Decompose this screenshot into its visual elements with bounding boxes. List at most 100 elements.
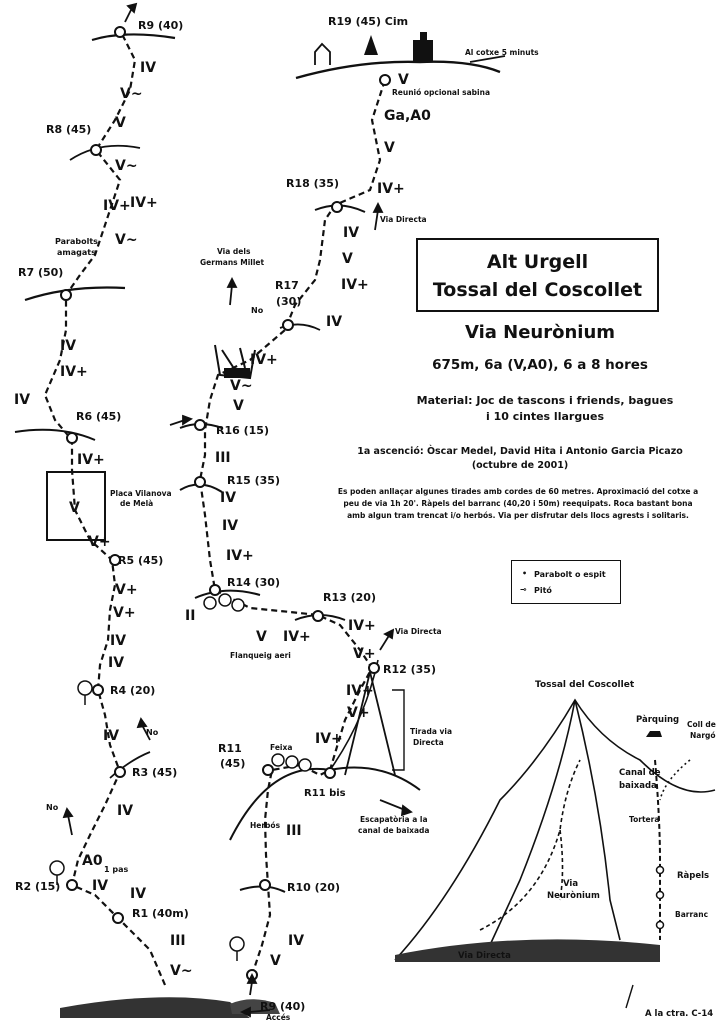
- note-line: Es poden anllaçar algunes tirades amb co…: [337, 487, 699, 496]
- grade-label: Ga,A0: [384, 108, 431, 124]
- belay-r12: R12 (35): [383, 663, 436, 676]
- car-icon: [646, 731, 662, 737]
- annotation: amagats: [57, 248, 96, 257]
- overview-canal: baixada: [619, 781, 657, 791]
- bolt-icon: •: [522, 569, 528, 578]
- annotation: Herbós: [250, 821, 281, 830]
- grade-label: V~: [170, 963, 193, 979]
- grade-label: IV+: [346, 683, 374, 699]
- grade-label: IV: [92, 878, 108, 894]
- overview-road: A la ctra. C-14: [645, 1009, 713, 1019]
- belay-r13: R13 (20): [323, 591, 376, 604]
- grade-label: V: [270, 953, 281, 969]
- belay-r6: R6 (45): [76, 410, 121, 423]
- annotation: Via dels: [217, 247, 251, 256]
- piton-icon: ⊸: [520, 585, 527, 594]
- overview-barranc: Barranc: [675, 910, 708, 919]
- overview-ground: [395, 939, 660, 962]
- belay-markers: [60, 26, 391, 981]
- grade-label: IV+: [341, 277, 369, 293]
- annotation: Accés: [266, 1013, 291, 1022]
- grade-label: V+: [347, 705, 370, 721]
- annotation: Placa Vilanova: [110, 489, 172, 498]
- grade-label: IV: [326, 314, 342, 330]
- annotation: No: [146, 728, 159, 737]
- annotation: Parabolts: [55, 237, 98, 246]
- ridge-r6: [14, 428, 96, 441]
- overview-summit: Tossal del Coscollet: [535, 680, 635, 690]
- belay-r9-top: R9 (40): [138, 19, 183, 32]
- grade-label: V~: [115, 232, 138, 248]
- belay-r2: R2 (15): [15, 880, 60, 893]
- overview-tortera: Tortera: [629, 815, 659, 824]
- grade-label: IV: [103, 728, 119, 744]
- first-ascent: 1a ascenció: Òscar Medel, David Hita i A…: [357, 446, 683, 457]
- grade-label: IV+: [250, 352, 278, 368]
- grade-label: III: [215, 450, 231, 466]
- arrow-icons: [62, 2, 506, 1018]
- belay-r10: R10 (20): [287, 881, 340, 894]
- legend-piton: Pitó: [534, 586, 552, 595]
- belay-r3: R3 (45): [132, 766, 177, 779]
- grade-label: IV+: [77, 452, 105, 468]
- annotation: Directa: [413, 738, 444, 747]
- grade-label: V~: [230, 378, 253, 394]
- title-line-2: Tossal del Coscollet: [432, 279, 643, 301]
- grade-label: IV+: [226, 548, 254, 564]
- belay-r11-length: (45): [220, 757, 245, 770]
- grade-label: IV: [108, 655, 124, 671]
- grade-label: V: [233, 398, 244, 414]
- annotation: de Melà: [120, 499, 153, 508]
- route-name: Via Neurònium: [464, 322, 616, 343]
- tree-icons: [49, 593, 312, 961]
- grade-label: III: [170, 933, 186, 949]
- crag-fill: [224, 368, 250, 378]
- ridge-r9: [91, 33, 176, 42]
- grade-label: II: [185, 608, 195, 624]
- grade-label: IV: [140, 60, 156, 76]
- belay-r8: R8 (45): [46, 123, 91, 136]
- overview-canal: Canal de: [619, 768, 661, 778]
- belay-r5: R5 (45): [118, 554, 163, 567]
- grade-label: V: [256, 629, 267, 645]
- road-arrow-icon: [625, 984, 634, 1009]
- grade-label: IV+: [130, 195, 158, 211]
- route-notes: Es poden anllaçar algunes tirades amb co…: [318, 486, 718, 522]
- overview-rapels: Ràpels: [677, 871, 709, 881]
- grade-label: V: [69, 500, 80, 516]
- legend-box: • Parabolt o espit ⊸ Pitó: [511, 560, 621, 604]
- annotation: Via Directa: [395, 627, 442, 636]
- grade-label: IV: [288, 933, 304, 949]
- belay-r16: R16 (15): [216, 424, 269, 437]
- grade-label: IV: [60, 338, 76, 354]
- grade-label: V~: [120, 86, 143, 102]
- ridge-r14: [194, 589, 261, 599]
- annotation: Reunió opcional sabina: [392, 88, 490, 97]
- title-line-1: Alt Urgell: [486, 251, 589, 273]
- grade-label: IV+: [60, 364, 88, 380]
- overview-via-n: Neurònium: [547, 890, 600, 901]
- belay-r11bis: R11 bis: [304, 788, 346, 799]
- annotation: No: [46, 803, 59, 812]
- annotation: Al cotxe 5 minuts: [465, 48, 539, 57]
- grade-label: V: [384, 140, 395, 156]
- legend-bolt: Parabolt o espit: [534, 570, 606, 579]
- annotation: Tirada via: [410, 727, 452, 736]
- route-specs: 675m, 6a (V,A0), 6 a 8 hores: [432, 357, 648, 373]
- grade-label: IV: [130, 886, 146, 902]
- material-line-2: i 10 cintes llargues: [485, 410, 605, 423]
- annotation: Germans Millet: [200, 258, 264, 267]
- belay-r14: R14 (30): [227, 576, 280, 589]
- grade-label: IV+: [283, 629, 311, 645]
- grade-label: IV+: [377, 181, 405, 197]
- annotation: Flanqueig aeri: [230, 651, 291, 660]
- belay-r11: R11: [218, 742, 242, 755]
- overview-rappel-markers: [655, 865, 665, 930]
- annotation: Feixa: [270, 743, 292, 752]
- grade-label: V+: [115, 582, 138, 598]
- grade-label: IV: [220, 490, 236, 506]
- grade-label: V+: [353, 646, 376, 662]
- placa-box: [46, 471, 106, 541]
- belay-r15: R15 (35): [227, 474, 280, 487]
- material-line-1: Material: Joc de tascons i friends, bagu…: [416, 394, 674, 407]
